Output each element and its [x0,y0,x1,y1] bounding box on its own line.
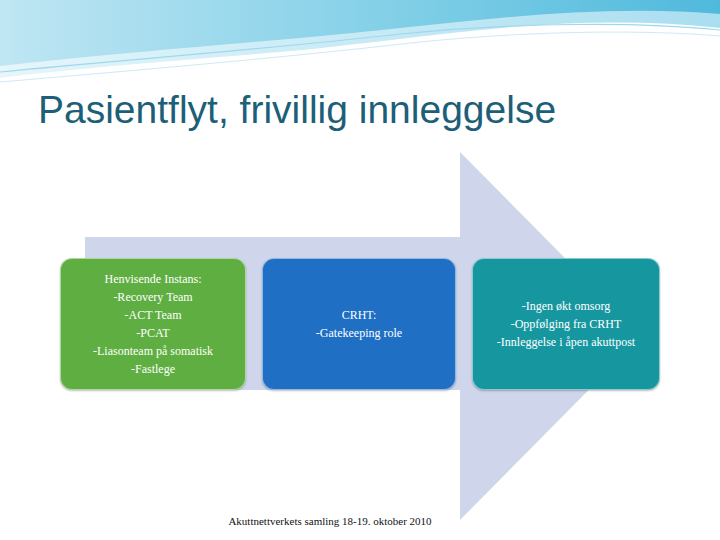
header-wave [0,0,720,78]
box-text: -PCAT [136,324,169,342]
box-text: -Oppfølging fra CRHT [511,315,622,333]
box-text: -Liasonteam på somatisk [93,342,213,360]
box-text: CRHT: [342,306,377,324]
header-wave [0,0,720,66]
process-box: CRHT:-Gatekeeping role [262,258,456,390]
box-text: -ACT Team [124,306,181,324]
box-text: -Innleggelse i åpen akuttpost [497,333,635,351]
box-text: -Gatekeeping role [316,324,402,342]
box-text: -Recovery Team [113,288,192,306]
header-line [0,32,720,82]
footer-note: Akuttnettverkets samling 18-19. oktober … [228,515,431,527]
process-box: Henvisende Instans:-Recovery Team-ACT Te… [60,258,246,390]
box-text: -Ingen økt omsorg [522,297,610,315]
slide-title: Pasientflyt, frivillig innleggelse [38,88,556,132]
process-arrow [85,152,642,520]
box-text: Henvisende Instans: [105,270,202,288]
process-box: -Ingen økt omsorg-Oppfølging fra CRHT-In… [472,258,660,390]
box-text: -Fastlege [131,360,175,378]
